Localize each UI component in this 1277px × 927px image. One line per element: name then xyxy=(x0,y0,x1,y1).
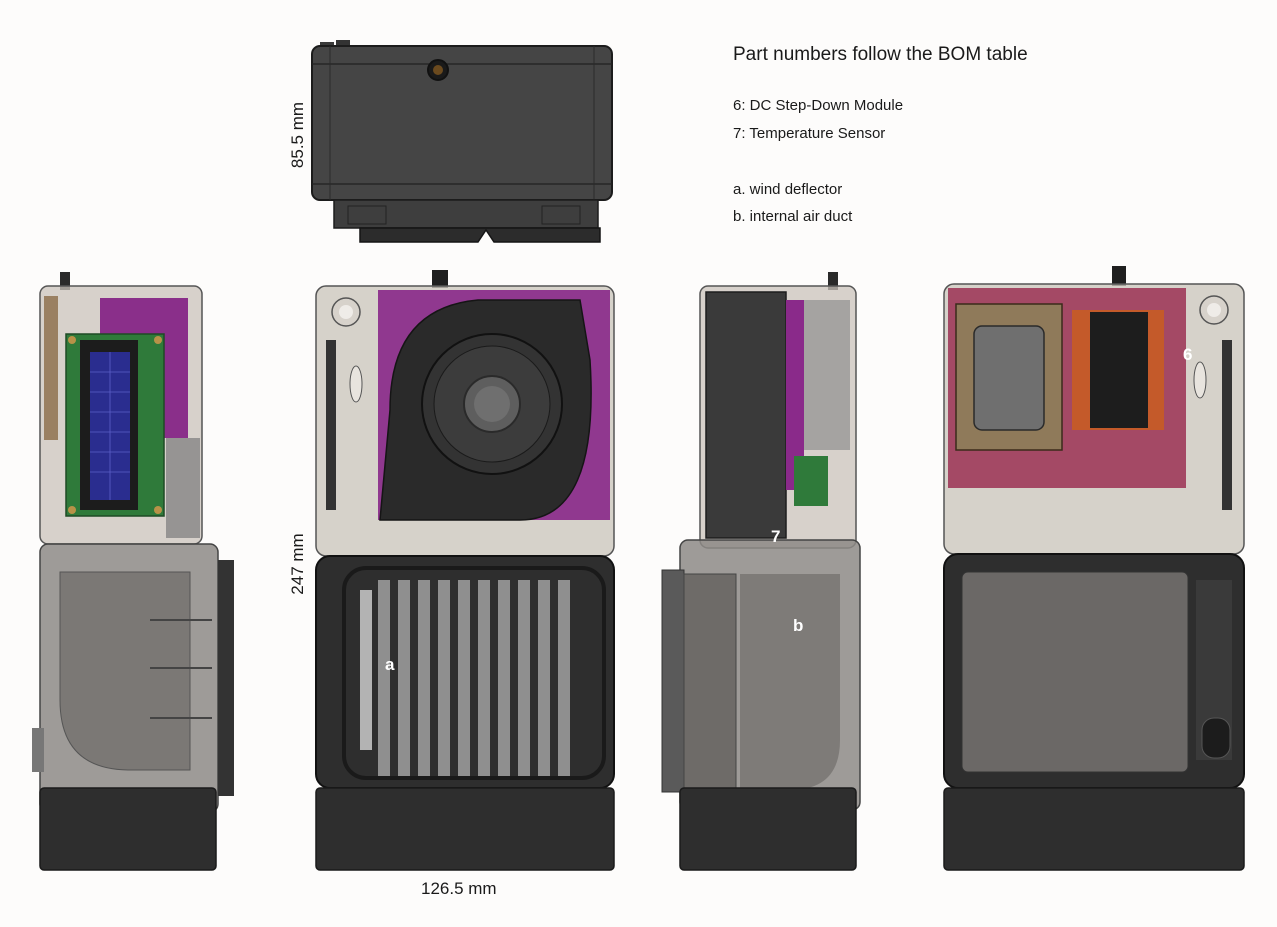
depth-dimension-label: 85.5 mm xyxy=(288,101,307,169)
callout-a: a xyxy=(385,655,395,674)
right-side-view xyxy=(661,272,861,871)
legend-feature-b: b. internal air duct xyxy=(733,208,853,225)
page-title: Part numbers follow the BOM table xyxy=(733,44,1028,65)
front-view xyxy=(315,270,615,871)
width-dimension-label: 126.5 mm xyxy=(421,879,497,898)
callout-6: 6 xyxy=(1183,345,1193,364)
callout-b: b xyxy=(793,616,804,635)
legend-part-7: 7: Temperature Sensor xyxy=(733,125,886,142)
legend-part-6: 6: DC Step-Down Module xyxy=(733,97,904,114)
height-dimension-label: 247 mm xyxy=(288,533,307,595)
left-side-view xyxy=(32,272,234,871)
top-view xyxy=(311,40,613,243)
legend-feature-a: a. wind deflector xyxy=(733,181,843,198)
callout-7: 7 xyxy=(771,527,781,546)
back-view xyxy=(943,266,1245,871)
